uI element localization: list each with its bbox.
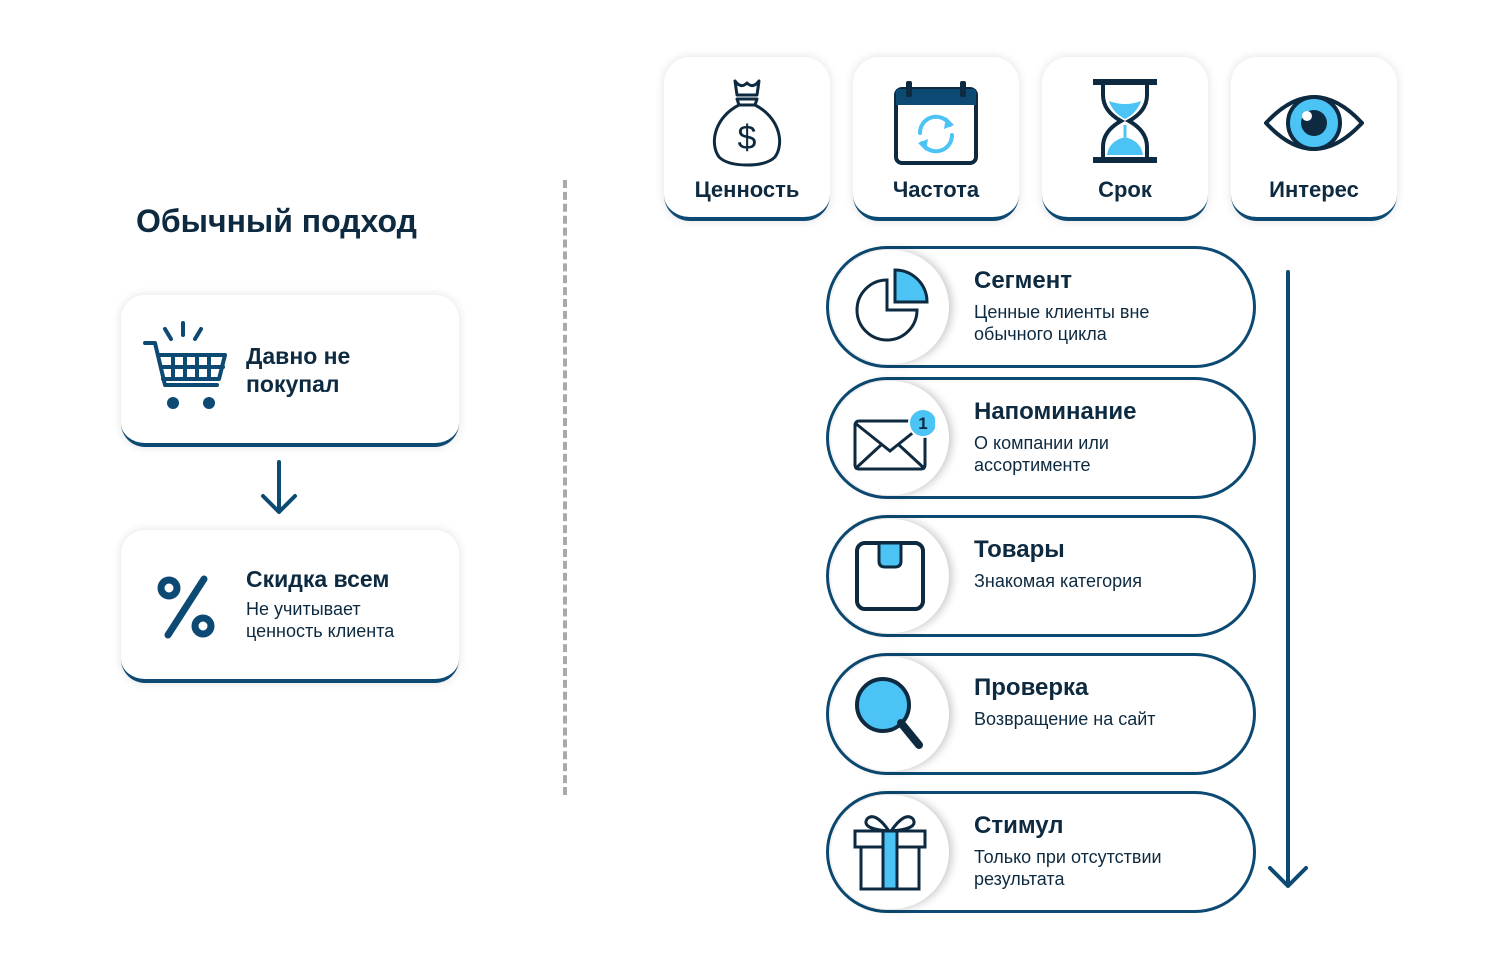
card-no-purchase: Давно не покупал — [121, 295, 459, 447]
step-check-sub: Возвращение на сайт — [974, 709, 1156, 729]
card-no-purchase-title-line1: Давно не — [246, 343, 351, 369]
step-check: Проверка Возвращение на сайт — [826, 653, 1256, 775]
mail-badge: 1 — [918, 414, 927, 433]
step-stimulus-sub-line2: результата — [974, 869, 1065, 889]
step-icon-circle — [831, 250, 949, 364]
step-products: Товары Знакомая категория — [826, 515, 1256, 637]
metric-value-label: Ценность — [694, 177, 800, 202]
step-reminder-sub: О компании или ассортименте — [974, 432, 1234, 476]
section-divider — [563, 180, 567, 795]
card-discount-all: Скидка всем Не учитывает ценность клиент… — [121, 530, 459, 683]
step-stimulus-sub-line1: Только при отсутствии — [974, 847, 1162, 867]
step-stimulus-title: Стимул — [974, 812, 1064, 839]
step-reminder-title: Напоминание — [974, 398, 1137, 425]
flow-down-arrow-icon — [1268, 270, 1308, 888]
svg-text:$: $ — [738, 119, 757, 157]
magnifier-icon — [855, 677, 923, 749]
step-reminder: 1 Напоминание О компании или ассортимент… — [826, 377, 1256, 499]
card-discount-sub-line1: Не учитывает — [246, 599, 361, 619]
step-check-title: Проверка — [974, 674, 1089, 701]
calendar-refresh-icon — [894, 81, 978, 165]
step-products-sub: Знакомая категория — [974, 571, 1142, 591]
page-title: Обычный подход — [136, 203, 417, 239]
mail-icon: 1 — [853, 408, 935, 471]
money-bag-icon: $ — [712, 79, 782, 167]
metric-term: Срок — [1042, 57, 1208, 221]
hourglass-icon — [1093, 79, 1157, 163]
step-segment-title: Сегмент — [974, 267, 1073, 294]
pie-chart-icon — [855, 268, 929, 342]
box-icon — [855, 541, 925, 611]
step-segment-sub: Ценные клиенты вне обычного цикла — [974, 301, 1234, 345]
card-discount-sub-line2: ценность клиента — [246, 621, 395, 641]
metric-frequency-label: Частота — [892, 177, 980, 202]
step-icon-circle: 1 — [831, 381, 949, 495]
step-products-title: Товары — [974, 536, 1065, 563]
step-stimulus-sub: Только при отсутствии результата — [974, 846, 1234, 890]
metric-term-label: Срок — [1098, 177, 1152, 202]
gift-icon — [853, 815, 927, 891]
card-no-purchase-title: Давно не покупал — [246, 342, 350, 398]
step-stimulus: Стимул Только при отсутствии результата — [826, 791, 1256, 913]
metric-interest-label: Интерес — [1269, 177, 1359, 202]
eye-icon — [1264, 95, 1364, 151]
step-icon-circle — [831, 519, 949, 633]
metric-frequency: Частота — [853, 57, 1019, 221]
metric-value: $ Ценность — [664, 57, 830, 221]
step-icon-circle — [831, 657, 949, 771]
card-discount-all-title: Скидка всем — [246, 566, 390, 592]
down-arrow-icon — [261, 460, 297, 514]
step-icon-circle — [831, 795, 949, 909]
card-discount-all-sub: Не учитывает ценность клиента — [246, 598, 394, 642]
step-reminder-sub-line1: О компании или — [974, 433, 1109, 453]
shopping-cart-icon — [143, 321, 227, 409]
percent-icon — [157, 575, 215, 639]
metric-interest: Интерес — [1231, 57, 1397, 221]
step-segment-sub-line1: Ценные клиенты вне — [974, 302, 1150, 322]
step-segment-sub-line2: обычного цикла — [974, 324, 1107, 344]
step-segment: Сегмент Ценные клиенты вне обычного цикл… — [826, 246, 1256, 368]
step-reminder-sub-line2: ассортименте — [974, 455, 1091, 475]
card-no-purchase-title-line2: покупал — [246, 371, 340, 397]
